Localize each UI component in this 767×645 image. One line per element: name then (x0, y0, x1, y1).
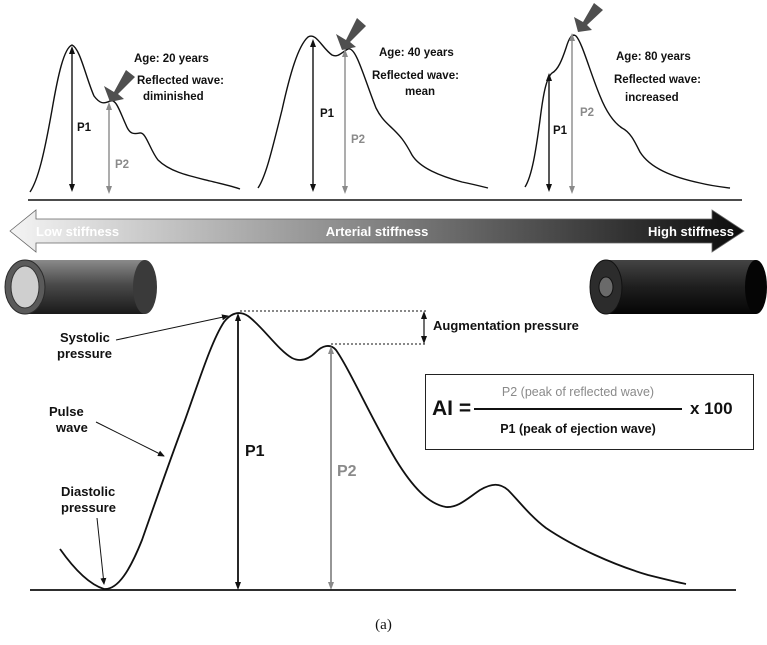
reflected-state-age-80: increased (625, 92, 679, 104)
pulse-wave-pointer (95, 421, 165, 457)
augmentation-index-formula: AI = P2 (peak of reflected wave) P1 (pea… (425, 374, 754, 450)
reflected-label-age-20: Reflected wave: (137, 75, 224, 87)
main-pulse-wave-panel: Augmentation pressure P1 P2 Systolic pre… (30, 310, 736, 591)
panel-age-80: P1 P2 Age: 80 years Reflected wave: incr… (524, 3, 731, 194)
low-stiffness-label: Low stiffness (36, 224, 119, 239)
stiffness-arrow: Low stiffness Arterial stiffness High st… (9, 209, 745, 253)
systolic-label-line2: pressure (57, 346, 112, 361)
waveform-age-20 (29, 44, 241, 193)
diastolic-label-line2: pressure (61, 500, 116, 515)
age-label-age-80: Age: 80 years (616, 51, 691, 63)
age-label-age-20: Age: 20 years (134, 53, 209, 65)
artery-compliant-icon (4, 259, 157, 315)
waveform-age-80 (524, 34, 731, 189)
formula-lhs: AI = (432, 397, 472, 420)
main-p1-label: P1 (245, 443, 265, 460)
artery-stiff-icon (589, 259, 767, 315)
systolic-pointer (115, 314, 229, 341)
pulse-label-line2: wave (55, 420, 88, 435)
reflected-state-age-40: mean (405, 86, 435, 98)
formula-numerator: P2 (peak of reflected wave) (501, 385, 655, 399)
augmentation-pressure-label: Augmentation pressure (433, 318, 579, 333)
p1-label-age-80: P1 (553, 125, 568, 137)
figure-caption: (a) (375, 617, 392, 633)
fraction-bar (474, 408, 682, 410)
formula-rhs: x 100 (690, 399, 733, 418)
panel-age-40: P1 P2 Age: 40 years Reflected wave: mean (257, 18, 489, 194)
waveform-age-40 (257, 35, 489, 189)
stiffness-gradient-bar (9, 209, 745, 253)
p1-label-age-40: P1 (320, 108, 335, 120)
high-stiffness-label: High stiffness (648, 224, 734, 239)
arterial-stiffness-label: Arterial stiffness (326, 224, 429, 239)
systolic-label-line1: Systolic (60, 330, 110, 345)
reflected-state-age-20: diminished (143, 91, 204, 103)
reflected-label-age-40: Reflected wave: (372, 70, 459, 82)
reflected-label-age-80: Reflected wave: (614, 74, 701, 86)
diastolic-pointer (96, 517, 107, 585)
main-pulse-waveform (59, 312, 687, 590)
reflected-wave-pointer-age-20 (104, 70, 135, 102)
formula-denominator: P1 (peak of ejection wave) (500, 422, 656, 436)
p2-label-age-40: P2 (351, 134, 365, 146)
p2-label-age-20: P2 (115, 159, 129, 171)
p2-label-age-80: P2 (580, 107, 594, 119)
pulse-label-line1: Pulse (49, 404, 84, 419)
diastolic-label-line1: Diastolic (61, 484, 115, 499)
age-label-age-40: Age: 40 years (379, 47, 454, 59)
p1-label-age-20: P1 (77, 122, 92, 134)
panel-age-20: P1 P2 Age: 20 years Reflected wave: dimi… (29, 44, 241, 194)
reflected-wave-pointer-age-80 (574, 3, 603, 32)
reflected-wave-pointer-age-40 (336, 18, 366, 50)
main-p2-label: P2 (337, 463, 357, 480)
